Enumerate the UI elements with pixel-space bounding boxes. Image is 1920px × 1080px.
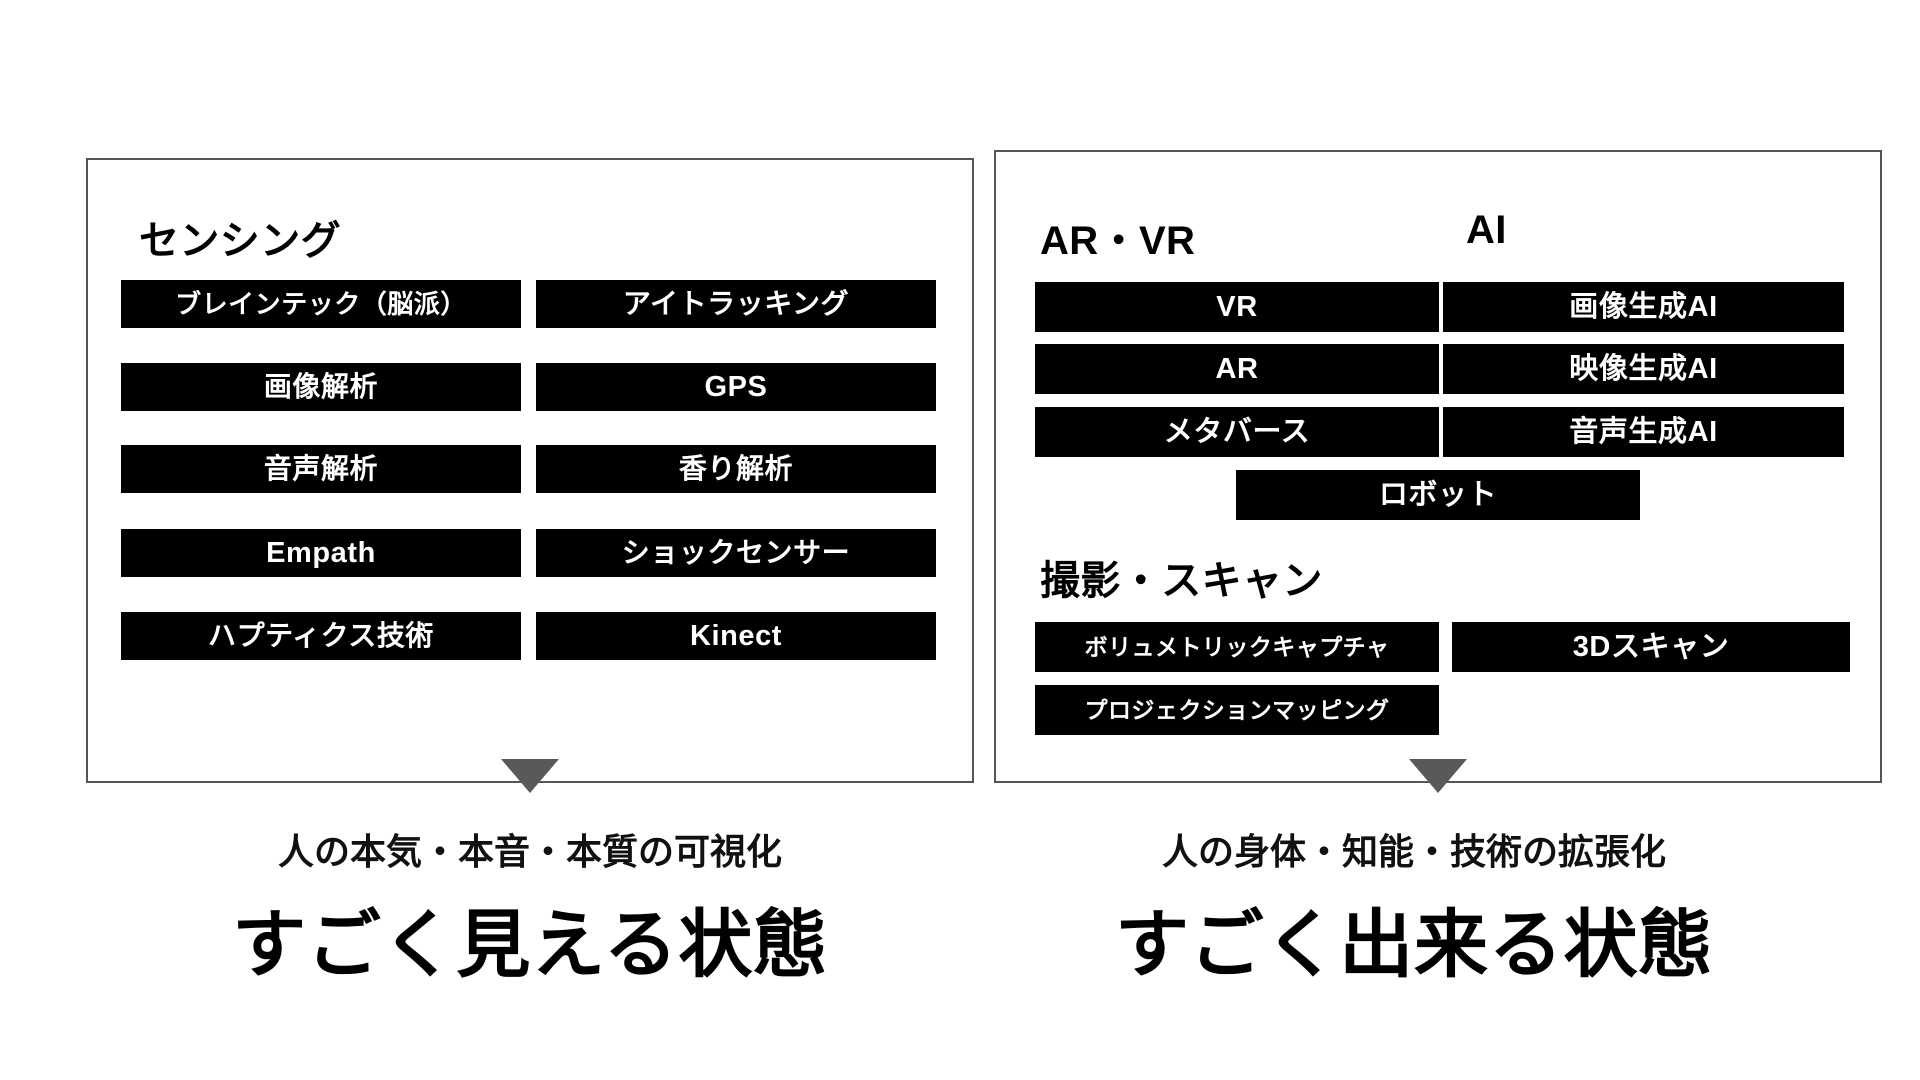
chip-3d-scan[interactable]: 3Dスキャン xyxy=(1452,622,1850,672)
chip-empath[interactable]: Empath xyxy=(121,529,521,577)
chip-image-generation-ai[interactable]: 画像生成AI xyxy=(1443,282,1844,332)
chip-voice-analysis[interactable]: 音声解析 xyxy=(121,445,521,493)
chip-voice-generation-ai[interactable]: 音声生成AI xyxy=(1443,407,1844,457)
chip-ar[interactable]: AR xyxy=(1035,344,1439,394)
down-arrow-icon xyxy=(1409,759,1467,793)
chip-haptics[interactable]: ハプティクス技術 xyxy=(121,612,521,660)
chip-image-analysis[interactable]: 画像解析 xyxy=(121,363,521,411)
chip-braintech[interactable]: ブレインテック（脳派） xyxy=(121,280,521,328)
xr-ai-caption-headline: すごく出来る状態 xyxy=(1115,903,1713,986)
xr-ai-caption-sub: 人の身体・知能・技術の拡張化 xyxy=(1161,831,1666,872)
chip-eye-tracking[interactable]: アイトラッキング xyxy=(536,280,936,328)
scan-section-title: 撮影・スキャン xyxy=(1040,559,1323,603)
chip-metaverse[interactable]: メタバース xyxy=(1035,407,1439,457)
chip-robot[interactable]: ロボット xyxy=(1236,470,1640,520)
xr-ai-panel xyxy=(994,150,1882,783)
chip-volumetric-capture[interactable]: ボリュメトリックキャプチャ xyxy=(1035,622,1439,672)
chip-vr[interactable]: VR xyxy=(1035,282,1439,332)
chip-gps[interactable]: GPS xyxy=(536,363,936,411)
chip-scent-analysis[interactable]: 香り解析 xyxy=(536,445,936,493)
chip-projection-mapping[interactable]: プロジェクションマッピング xyxy=(1035,685,1439,735)
sensing-section-title: センシング xyxy=(139,219,341,263)
sensing-caption-headline: すごく見える状態 xyxy=(232,903,828,986)
sensing-caption-sub: 人の本気・本音・本質の可視化 xyxy=(277,831,782,872)
down-arrow-icon xyxy=(501,759,559,793)
chip-video-generation-ai[interactable]: 映像生成AI xyxy=(1443,344,1844,394)
chip-kinect[interactable]: Kinect xyxy=(536,612,936,660)
arvr-section-title: AR・VR xyxy=(1040,219,1196,263)
chip-shock-sensor[interactable]: ショックセンサー xyxy=(536,529,936,577)
ai-section-title: AI xyxy=(1466,208,1507,252)
